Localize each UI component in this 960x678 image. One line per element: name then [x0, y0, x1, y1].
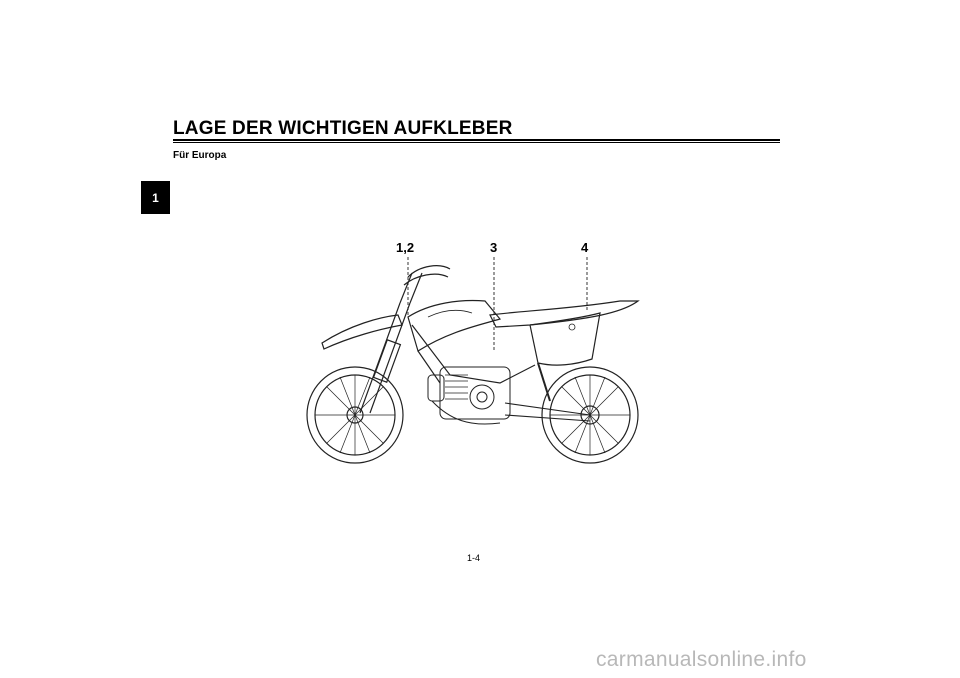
- rear-shock: [537, 362, 551, 402]
- callout-label-1-2: 1,2: [396, 240, 415, 255]
- title-rule: [173, 139, 780, 143]
- engine: [427, 366, 511, 420]
- callout-label-4: 4: [581, 240, 589, 255]
- watermark: carmanualsonline.info: [596, 648, 807, 671]
- chapter-tab: 1: [141, 181, 170, 214]
- page-number: 1-4: [467, 553, 481, 563]
- front-wheel: [306, 366, 404, 464]
- page-title: LAGE DER WICHTIGEN AUFKLEBER: [173, 118, 513, 139]
- front-fork: [359, 265, 451, 414]
- seat: [489, 300, 640, 328]
- motorcycle-illustration: [306, 257, 640, 464]
- callout-leader-lines: [407, 257, 588, 350]
- rear-side-panel: [529, 312, 601, 366]
- front-fender: [321, 314, 403, 350]
- subtitle: Für Europa: [173, 150, 227, 161]
- frame: [411, 324, 536, 384]
- swingarm: [504, 402, 591, 422]
- exhaust-pipe: [431, 400, 501, 425]
- fuel-tank-shroud: [407, 299, 502, 352]
- callout-label-3: 3: [490, 240, 498, 255]
